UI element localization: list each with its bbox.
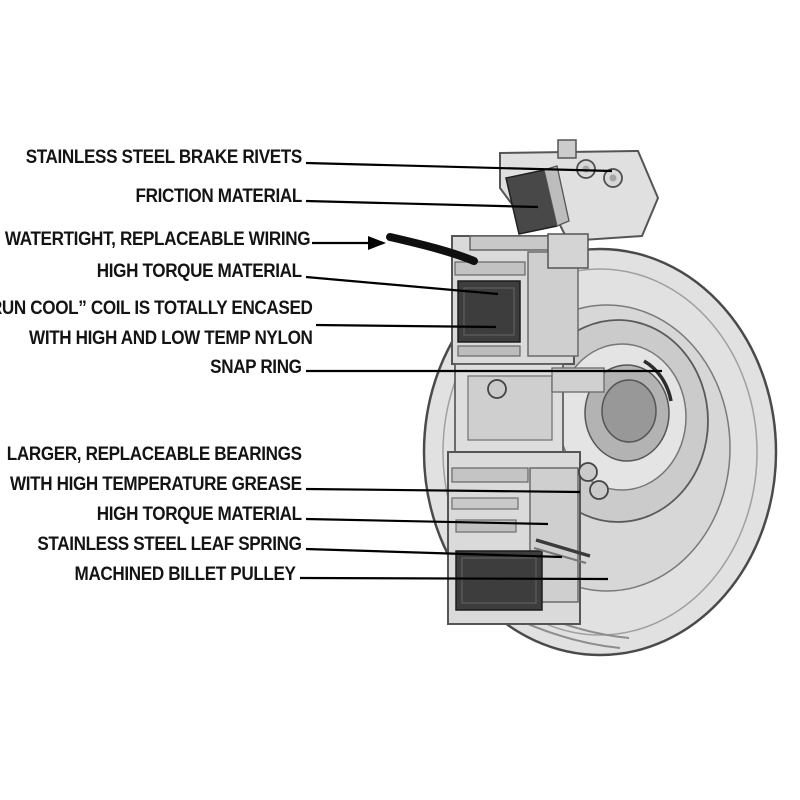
callout-snap-ring: SNAP RING [210,357,303,379]
callout-high-torque-material-upper: HIGH TORQUE MATERIAL [97,261,302,283]
callout-high-torque-material-lower: HIGH TORQUE MATERIAL [97,504,302,526]
callout-friction-material: FRICTION MATERIAL [135,186,303,208]
callout-label: WATERTIGHT, REPLACEABLE WIRING [4,229,311,250]
snap-ring-part [643,359,673,402]
power-wire [386,233,478,265]
leader-high-torque-lower [305,517,549,526]
leader-lines [299,161,662,581]
upper-coil-block [457,280,521,343]
wiring-arrowhead-icon [368,236,386,250]
top-stud [557,139,577,159]
leader-run-cool-coil [315,323,497,329]
callout-label: LARGER, REPLACEABLE BEARINGS [7,444,302,465]
callout-machined-billet-pulley: MACHINED BILLET PULLEY [75,564,296,586]
leader-high-torque-upper [305,275,499,296]
lower-bearing-ball [578,462,598,482]
callout-larger-replaceable-bearings: LARGER, REPLACEABLE BEARINGS WITH HIGH T… [7,440,302,500]
callout-label: MACHINED BILLET PULLEY [74,564,296,585]
callout-label: WITH HIGH AND LOW TEMP NYLON [28,328,313,349]
leader-friction-material [305,199,539,209]
callout-label: HIGH TORQUE MATERIAL [97,261,302,282]
leader-brake-rivets [305,161,613,173]
callout-run-cool-coil: “RUN COOL” COIL IS TOTALLY ENCASED WITH … [0,294,312,354]
upper-bearing-ball [487,379,507,399]
callout-label: STAINLESS STEEL BRAKE RIVETS [25,147,303,168]
leader-billet-pulley [299,576,609,581]
callout-label: STAINLESS STEEL LEAF SPRING [37,534,303,555]
leader-leaf-spring [305,547,563,559]
callout-stainless-steel-leaf-spring: STAINLESS STEEL LEAF SPRING [37,534,303,556]
center-shaft-section [454,363,605,453]
callout-label: “RUN COOL” COIL IS TOTALLY ENCASED [0,298,312,319]
lower-coil-block [455,550,543,611]
lower-field-shell [447,451,591,625]
brake-bracket-assembly [499,139,660,269]
lower-bearing-ball [589,480,609,500]
callout-label: FRICTION MATERIAL [135,186,303,207]
leader-bearings [305,487,581,494]
callout-stainless-steel-brake-rivets: STAINLESS STEEL BRAKE RIVETS [25,147,303,169]
callout-label: SNAP RING [210,357,303,378]
callout-label: HIGH TORQUE MATERIAL [97,504,302,525]
callout-watertight-replaceable-wiring: WATERTIGHT, REPLACEABLE WIRING [4,229,311,251]
callout-label: WITH HIGH TEMPERATURE GREASE [10,474,302,495]
bearings-and-snap-ring [487,359,673,500]
leaf-spring-strip [535,538,591,558]
